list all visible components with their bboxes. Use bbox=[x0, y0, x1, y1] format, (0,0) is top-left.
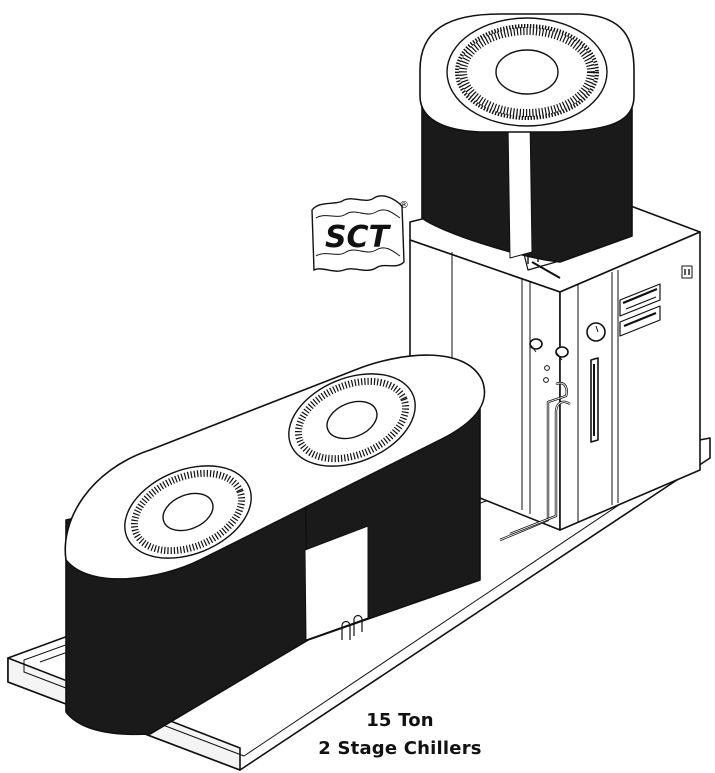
caption-tonnage: 15 Ton bbox=[366, 710, 434, 731]
registered-mark: ® bbox=[399, 200, 409, 211]
bottom-condenser-unit bbox=[64, 354, 486, 736]
top-condenser-unit bbox=[419, 13, 635, 263]
caption-title: 2 Stage Chillers bbox=[318, 738, 482, 759]
logo-text: SCT bbox=[325, 220, 392, 255]
sct-logo: SCT ® bbox=[311, 195, 409, 272]
